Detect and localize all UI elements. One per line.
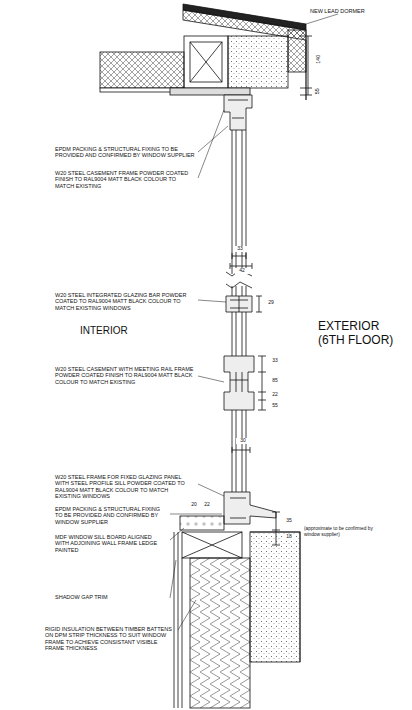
dimension: 140 [315, 51, 321, 67]
dimension: 55 [314, 84, 320, 98]
dimension: 42 [235, 268, 249, 274]
note-label: MDF WINDOW SILL BOARD ALIGNED WITH ADJOI… [55, 534, 167, 553]
part-label: NEW LEAD DORMER [310, 8, 405, 14]
note-label: W20 STEEL CASEMENT WITH MEETING RAIL FRA… [55, 366, 195, 385]
note-label: (approximate to be confirmed by window s… [304, 526, 376, 537]
dimension: 18 [282, 534, 296, 540]
dimension: 22 [201, 502, 213, 508]
note-label: SHADOW GAP TRIM [55, 594, 167, 600]
note-label: EPDM PACKING & STRUCTURAL FIXING TO BE P… [55, 506, 167, 525]
note-label: W20 STEEL INTEGRATED GLAZING BAR POWDER … [55, 292, 195, 311]
note-label: EPDM PACKING & STRUCTURAL FIXING TO BE P… [55, 146, 195, 159]
note-label: RIGID INSULATION BETWEEN TIMBER BATTENS … [45, 626, 175, 651]
dimension: 35 [282, 518, 296, 524]
dimension: 55 [268, 403, 282, 409]
room-label: INTERIOR [80, 325, 160, 337]
dimension: 33 [233, 246, 247, 252]
note-label: W20 STEEL CASEMENT FRAME POWDER COATED F… [55, 170, 195, 189]
dimension: 20 [188, 502, 200, 508]
note-label: W20 STEEL FRAME FOR FIXED GLAZING PANEL … [55, 474, 195, 499]
dimension: 29 [264, 300, 278, 306]
dimension: 85 [268, 378, 282, 384]
dimension: 22 [268, 392, 282, 398]
dimension: 30 [236, 438, 250, 444]
room-label: EXTERIOR (6TH FLOOR) [318, 320, 408, 348]
dimension: 33 [268, 358, 282, 364]
